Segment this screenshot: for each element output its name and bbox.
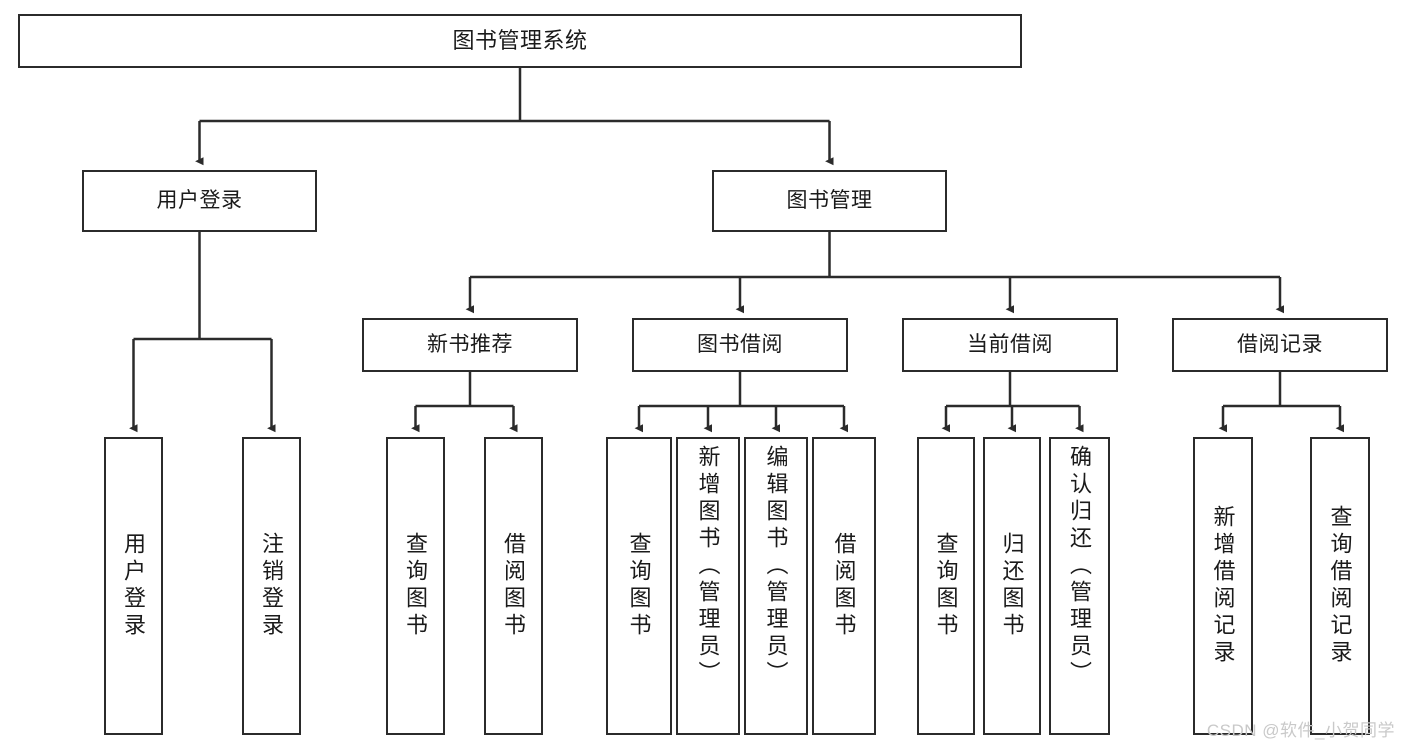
node-current-borrowing[interactable]: 当前借阅 [902,318,1118,372]
leaf-add-borrowing-record[interactable]: 新增借阅记录 [1193,437,1253,735]
node-label: 查询图书 [933,532,959,640]
node-label: 图书借阅 [697,333,783,357]
node-new-book-recommendation[interactable]: 新书推荐 [362,318,578,372]
node-label: 用户登录 [121,532,147,640]
leaf-borrow-book[interactable]: 借阅图书 [812,437,876,735]
node-label: 用户登录 [156,189,243,213]
node-label: 新增图书（管理员） [695,445,721,688]
node-book-borrowing[interactable]: 图书借阅 [632,318,848,372]
leaf-user-login[interactable]: 用户登录 [104,437,163,735]
node-label: 当前借阅 [967,333,1053,357]
leaf-confirm-return-admin[interactable]: 确认归还（管理员） [1049,437,1110,735]
node-label: 借阅图书 [831,532,857,640]
node-label: 借阅记录 [1237,333,1323,357]
leaf-query-book-recommendation[interactable]: 查询图书 [386,437,445,735]
node-label: 新增借阅记录 [1210,505,1236,667]
node-label: 图书管理系统 [452,27,588,53]
node-label: 编辑图书（管理员） [763,445,789,688]
leaf-edit-book-admin[interactable]: 编辑图书（管理员） [744,437,808,735]
node-label: 确认归还（管理员） [1067,445,1093,688]
node-root-book-management-system[interactable]: 图书管理系统 [18,14,1022,68]
leaf-user-logout[interactable]: 注销登录 [242,437,301,735]
leaf-add-book-admin[interactable]: 新增图书（管理员） [676,437,740,735]
node-label: 图书管理 [786,189,873,213]
leaf-return-book[interactable]: 归还图书 [983,437,1041,735]
node-label: 新书推荐 [427,333,513,357]
leaf-query-book-current[interactable]: 查询图书 [917,437,975,735]
node-label: 借阅图书 [501,532,527,640]
node-label: 查询图书 [626,532,652,640]
node-user-login[interactable]: 用户登录 [82,170,317,232]
node-label: 归还图书 [999,532,1025,640]
leaf-borrow-book-recommendation[interactable]: 借阅图书 [484,437,543,735]
leaf-query-borrowing-record[interactable]: 查询借阅记录 [1310,437,1370,735]
node-label: 查询图书 [403,532,429,640]
leaf-query-book-borrowing[interactable]: 查询图书 [606,437,672,735]
node-borrowing-records[interactable]: 借阅记录 [1172,318,1388,372]
node-book-management[interactable]: 图书管理 [712,170,947,232]
node-label: 查询借阅记录 [1327,505,1353,667]
watermark-text: CSDN @软件_小贺同学 [1206,721,1395,740]
node-label: 注销登录 [259,532,285,640]
